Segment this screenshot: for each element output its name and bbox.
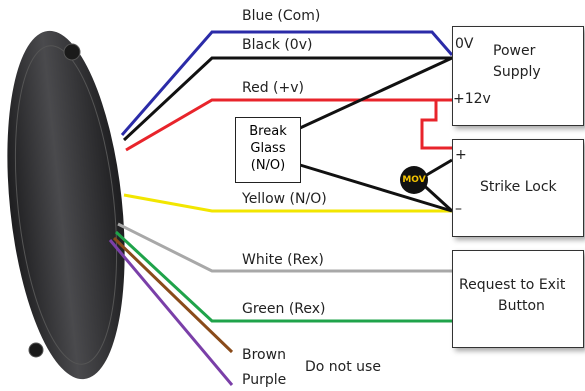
request-to-exit-line2: Button xyxy=(498,298,545,314)
label-white-wire: White (Rex) xyxy=(242,252,324,268)
power-supply-title-line1: Power xyxy=(493,43,536,59)
reader-device xyxy=(7,30,125,380)
wire-brown xyxy=(112,236,234,354)
strike-lock-label: Strike Lock xyxy=(480,179,557,195)
label-red-wire: Red (+v) xyxy=(242,80,304,96)
strike-lock-box xyxy=(452,139,584,237)
break-glass-line3: (N/O) xyxy=(250,158,286,173)
strike-lock-plus: + xyxy=(455,147,467,163)
request-to-exit-line1: Request to Exit xyxy=(459,277,566,293)
wire-yellow xyxy=(123,193,452,213)
label-do-not-use: Do not use xyxy=(305,359,381,375)
wire-purple xyxy=(108,239,234,386)
wire-green xyxy=(114,230,452,323)
label-brown-wire: Brown xyxy=(242,347,286,363)
wire-black xyxy=(122,56,452,142)
label-blue-wire: Blue (Com) xyxy=(242,8,321,24)
break-glass-box: Break Glass (N/O) xyxy=(235,117,301,183)
wire-red xyxy=(125,98,452,152)
break-glass-line1: Break xyxy=(249,124,287,139)
power-supply-box xyxy=(452,26,584,126)
power-supply-title-line2: Supply xyxy=(493,64,541,80)
label-yellow-wire: Yellow (N/O) xyxy=(242,191,327,207)
label-green-wire: Green (Rex) xyxy=(242,301,326,317)
mov-component: MOV xyxy=(400,166,428,194)
wire-blue xyxy=(120,30,454,136)
wire-breakglass-to-0v xyxy=(299,56,453,130)
power-supply-12v-terminal: +12v xyxy=(453,91,491,107)
wire-red-strike xyxy=(420,100,452,150)
strike-lock-minus: – xyxy=(455,201,462,217)
wire-breakglass-to-minus xyxy=(299,163,453,213)
break-glass-line2: Glass xyxy=(250,141,286,156)
label-purple-wire: Purple xyxy=(242,372,287,388)
wire-white xyxy=(117,222,452,273)
request-to-exit-box xyxy=(452,250,584,348)
power-supply-0v-terminal: 0V xyxy=(455,36,474,52)
label-black-wire: Black (0v) xyxy=(242,37,313,53)
